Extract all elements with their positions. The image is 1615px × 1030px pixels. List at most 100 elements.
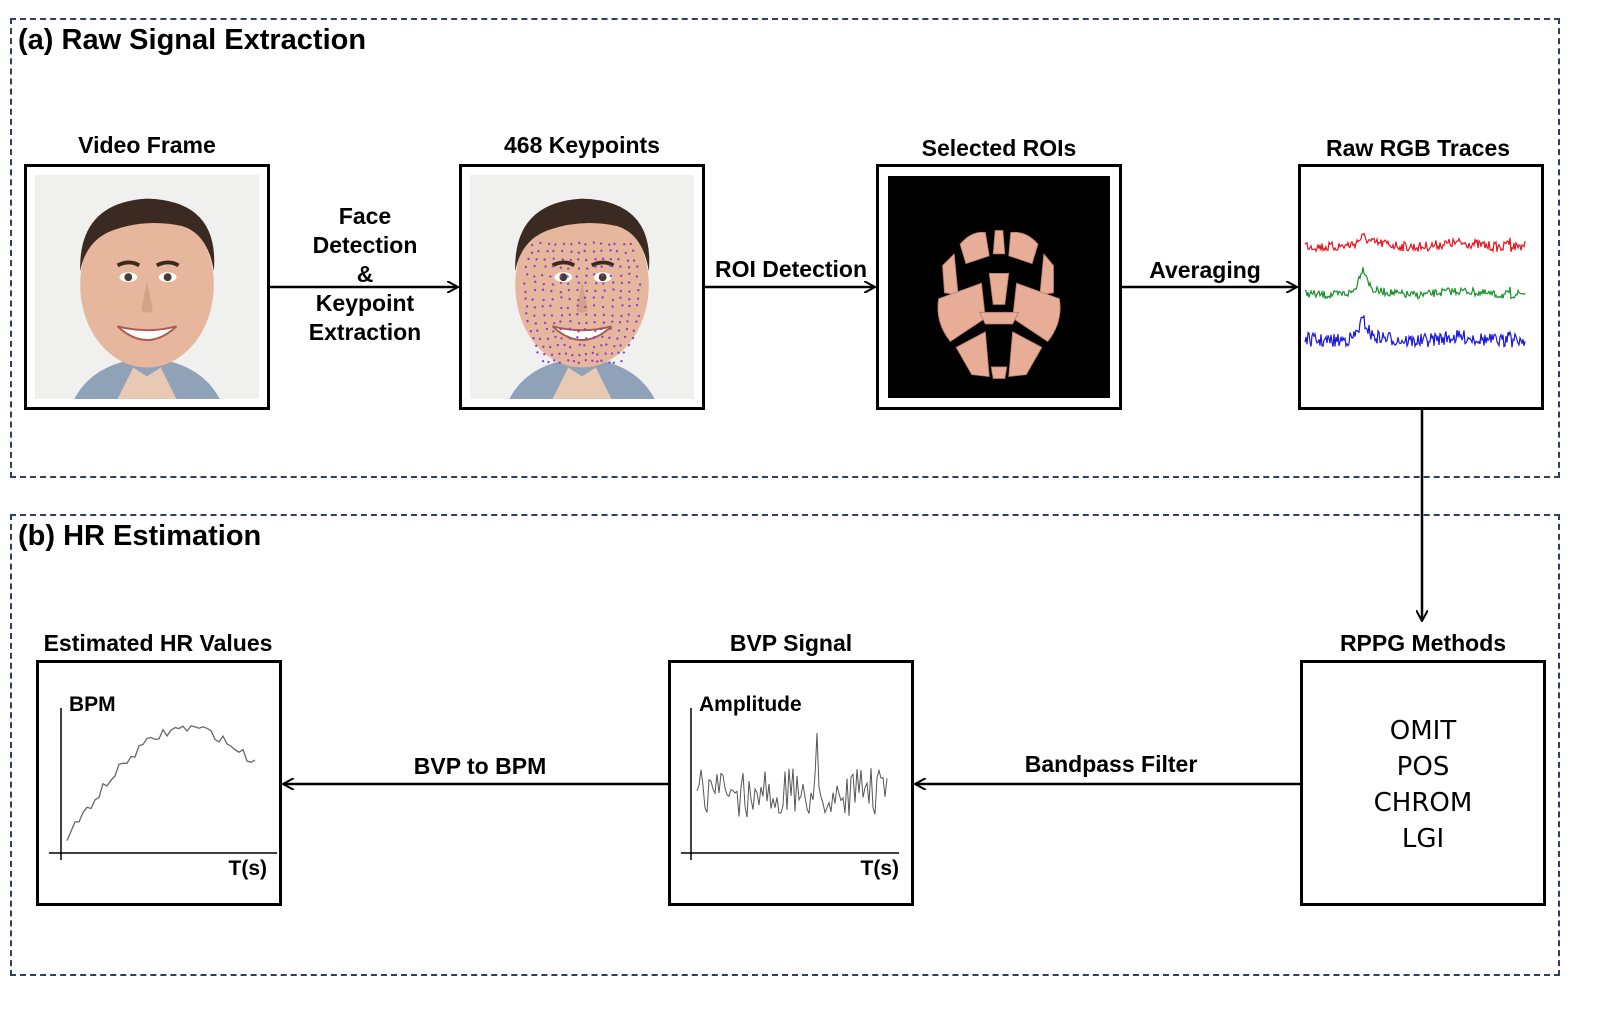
keypoint-dot xyxy=(637,314,640,318)
keypoint-dot xyxy=(623,243,626,246)
keypoint-dot xyxy=(599,242,603,245)
keypoint-dot xyxy=(584,305,587,309)
keypoint-dot xyxy=(595,282,598,285)
keypoint-dot xyxy=(526,319,529,323)
bandpass-label: Bandpass Filter xyxy=(1024,751,1198,777)
keypoint-dot xyxy=(550,314,554,317)
keypoint-dot xyxy=(620,359,623,363)
roi-detection-label: ROI Detection xyxy=(714,256,868,282)
keypoint-dot xyxy=(578,241,581,245)
keypoint-dot xyxy=(568,297,571,301)
section-raw-signal-extraction xyxy=(10,18,1560,478)
keypoint-dot xyxy=(525,312,528,315)
keypoint-dot xyxy=(533,288,537,292)
bvp-signal-label: BVP Signal xyxy=(729,630,853,656)
selected-rois-label: Selected ROIs xyxy=(921,135,1077,161)
blue-trace xyxy=(1304,315,1526,349)
green-trace xyxy=(1304,267,1526,300)
keypoint-dot xyxy=(636,297,640,300)
keypoint-dot xyxy=(577,330,580,333)
keypoint-dot xyxy=(626,259,630,262)
keypoint-dot xyxy=(577,251,580,254)
keypoint-dot xyxy=(599,327,603,331)
keypoint-dot xyxy=(567,288,571,292)
keypoint-dot xyxy=(609,257,613,261)
keypoint-dot xyxy=(617,258,620,261)
keypoint-dot xyxy=(540,274,544,277)
keypoint-dot xyxy=(551,265,555,268)
keypoint-dot xyxy=(541,359,545,363)
section-b-title: (b) HR Estimation xyxy=(18,520,262,552)
keypoint-dot xyxy=(594,329,597,332)
keypoint-dot xyxy=(584,258,588,262)
keypoints-label: 468 Keypoints xyxy=(504,132,660,158)
face-detection-label: Face Detection & Keypoint Extraction xyxy=(290,202,440,347)
keypoint-dot xyxy=(612,361,616,364)
keypoint-dot xyxy=(523,282,526,285)
keypoint-dot xyxy=(529,330,533,333)
keypoint-dot xyxy=(620,314,623,318)
keypoint-dot xyxy=(578,343,581,346)
keypoints-photo xyxy=(470,175,694,399)
keypoint-dot xyxy=(568,313,571,316)
keypoint-dot xyxy=(600,265,603,268)
keypoint-dot xyxy=(539,241,542,245)
keypoint-dot xyxy=(593,273,596,276)
keypoint-dot xyxy=(628,298,631,301)
keypoint-dot xyxy=(618,320,622,324)
keypoint-dot xyxy=(608,243,611,246)
keypoint-dot xyxy=(600,359,603,362)
keypoint-dot xyxy=(542,282,546,286)
face-illustration xyxy=(35,175,259,399)
keypoint-dot xyxy=(534,344,538,347)
estimated-hr-box: BPM T(s) xyxy=(36,660,282,906)
keypoint-dot xyxy=(620,281,624,285)
keypoint-dot xyxy=(609,274,612,278)
keypoint-dot xyxy=(610,352,614,355)
keypoint-dot xyxy=(530,251,534,254)
keypoint-dot xyxy=(627,266,631,269)
keypoint-dot xyxy=(530,243,534,247)
keypoint-dot xyxy=(567,359,570,362)
keypoint-dot xyxy=(635,320,638,323)
keypoint-dot xyxy=(569,320,572,323)
keypoint-dot xyxy=(603,289,606,292)
keypoint-dot xyxy=(569,258,572,262)
keypoint-dot xyxy=(562,242,566,246)
keypoint-dot xyxy=(584,359,588,362)
keypoint-dot xyxy=(611,320,614,323)
keypoint-dot xyxy=(533,314,536,317)
keypoint-dot xyxy=(576,304,579,307)
keypoint-dot xyxy=(591,351,594,355)
keypoint-dot xyxy=(638,283,642,286)
keypoint-dot xyxy=(561,258,564,261)
keypoint-dot xyxy=(611,314,614,317)
hr-plot xyxy=(49,708,277,860)
rppg-methods-label: RPPG Methods xyxy=(1339,630,1507,656)
keypoint-dot xyxy=(632,249,635,252)
keypoint-dot xyxy=(609,264,612,268)
keypoint-dot xyxy=(635,275,638,278)
keypoint-dot xyxy=(613,242,616,245)
keypoint-dot xyxy=(549,275,552,278)
keypoint-dot xyxy=(631,336,635,340)
keypoints-illustration xyxy=(470,175,694,399)
keypoint-dot xyxy=(547,242,551,246)
keypoint-dot xyxy=(612,288,615,291)
keypoint-dot xyxy=(632,259,636,262)
method-lgi: LGI xyxy=(1401,824,1445,854)
keypoint-dot xyxy=(524,297,527,300)
keypoint-dot xyxy=(553,359,556,362)
keypoint-dot xyxy=(585,321,588,325)
keypoint-dot xyxy=(585,313,588,316)
keypoint-dot xyxy=(544,265,547,268)
keypoint-dot xyxy=(542,345,545,349)
keypoint-dot xyxy=(600,249,603,252)
keypoint-dot xyxy=(602,313,605,317)
keypoint-dot xyxy=(559,275,563,278)
keypoint-dot xyxy=(585,274,588,277)
keypoint-dot xyxy=(546,337,550,340)
keypoint-dot xyxy=(541,305,544,308)
keypoint-dot xyxy=(615,249,619,253)
keypoint-dot xyxy=(619,265,622,268)
